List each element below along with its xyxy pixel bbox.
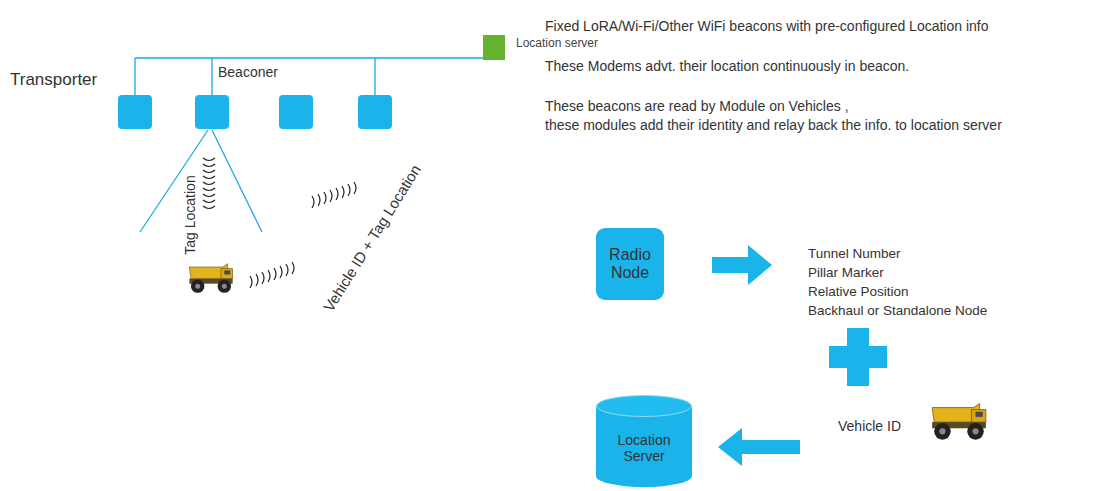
list-item: Backhaul or Standalone Node [808,303,987,319]
bus-drop [374,58,375,95]
node-label: Radio Node [604,246,656,283]
list-item: Tunnel Number [808,246,901,262]
beacon-modem [118,95,152,129]
beacon-modem [358,95,392,129]
signal-label: Vehicle ID + Tag Location [320,162,424,315]
cylinder-top [597,396,692,417]
block-arrow [712,245,772,285]
bus-drop [134,58,135,95]
system-label: Beaconer [218,64,278,80]
note-text: Fixed LoRA/Wi-Fi/Other WiFi beacons with… [545,18,989,34]
system-label: Transporter [10,70,97,90]
block-arrow [718,428,800,466]
cylinder-body [596,406,692,487]
coverage-line [212,130,262,232]
server-square: Location server [483,35,505,60]
list-item: Relative Position [808,284,909,300]
beacon-modem [195,95,229,129]
radio-waves [203,158,215,209]
haul-truck [189,264,232,293]
signal-label: Tag Location [182,175,198,254]
list-item: Pillar Marker [808,265,884,281]
plus-sign [829,346,887,368]
network-bus [135,57,484,58]
note-text: these modules add their identity and rel… [545,117,1002,133]
list-item: Vehicle ID [838,418,901,434]
bus-drop [211,58,212,95]
node-label: Location Server [603,432,685,464]
note-text: These Modems advt. their location contin… [545,58,909,74]
database-cylinder: Location Server [596,395,692,487]
beacon-modem [279,95,313,129]
node-label: Location server [516,37,598,51]
haul-truck [932,403,986,439]
radio-node-box: Radio Node [596,228,664,300]
note-text: These beacons are read by Module on Vehi… [545,98,849,114]
